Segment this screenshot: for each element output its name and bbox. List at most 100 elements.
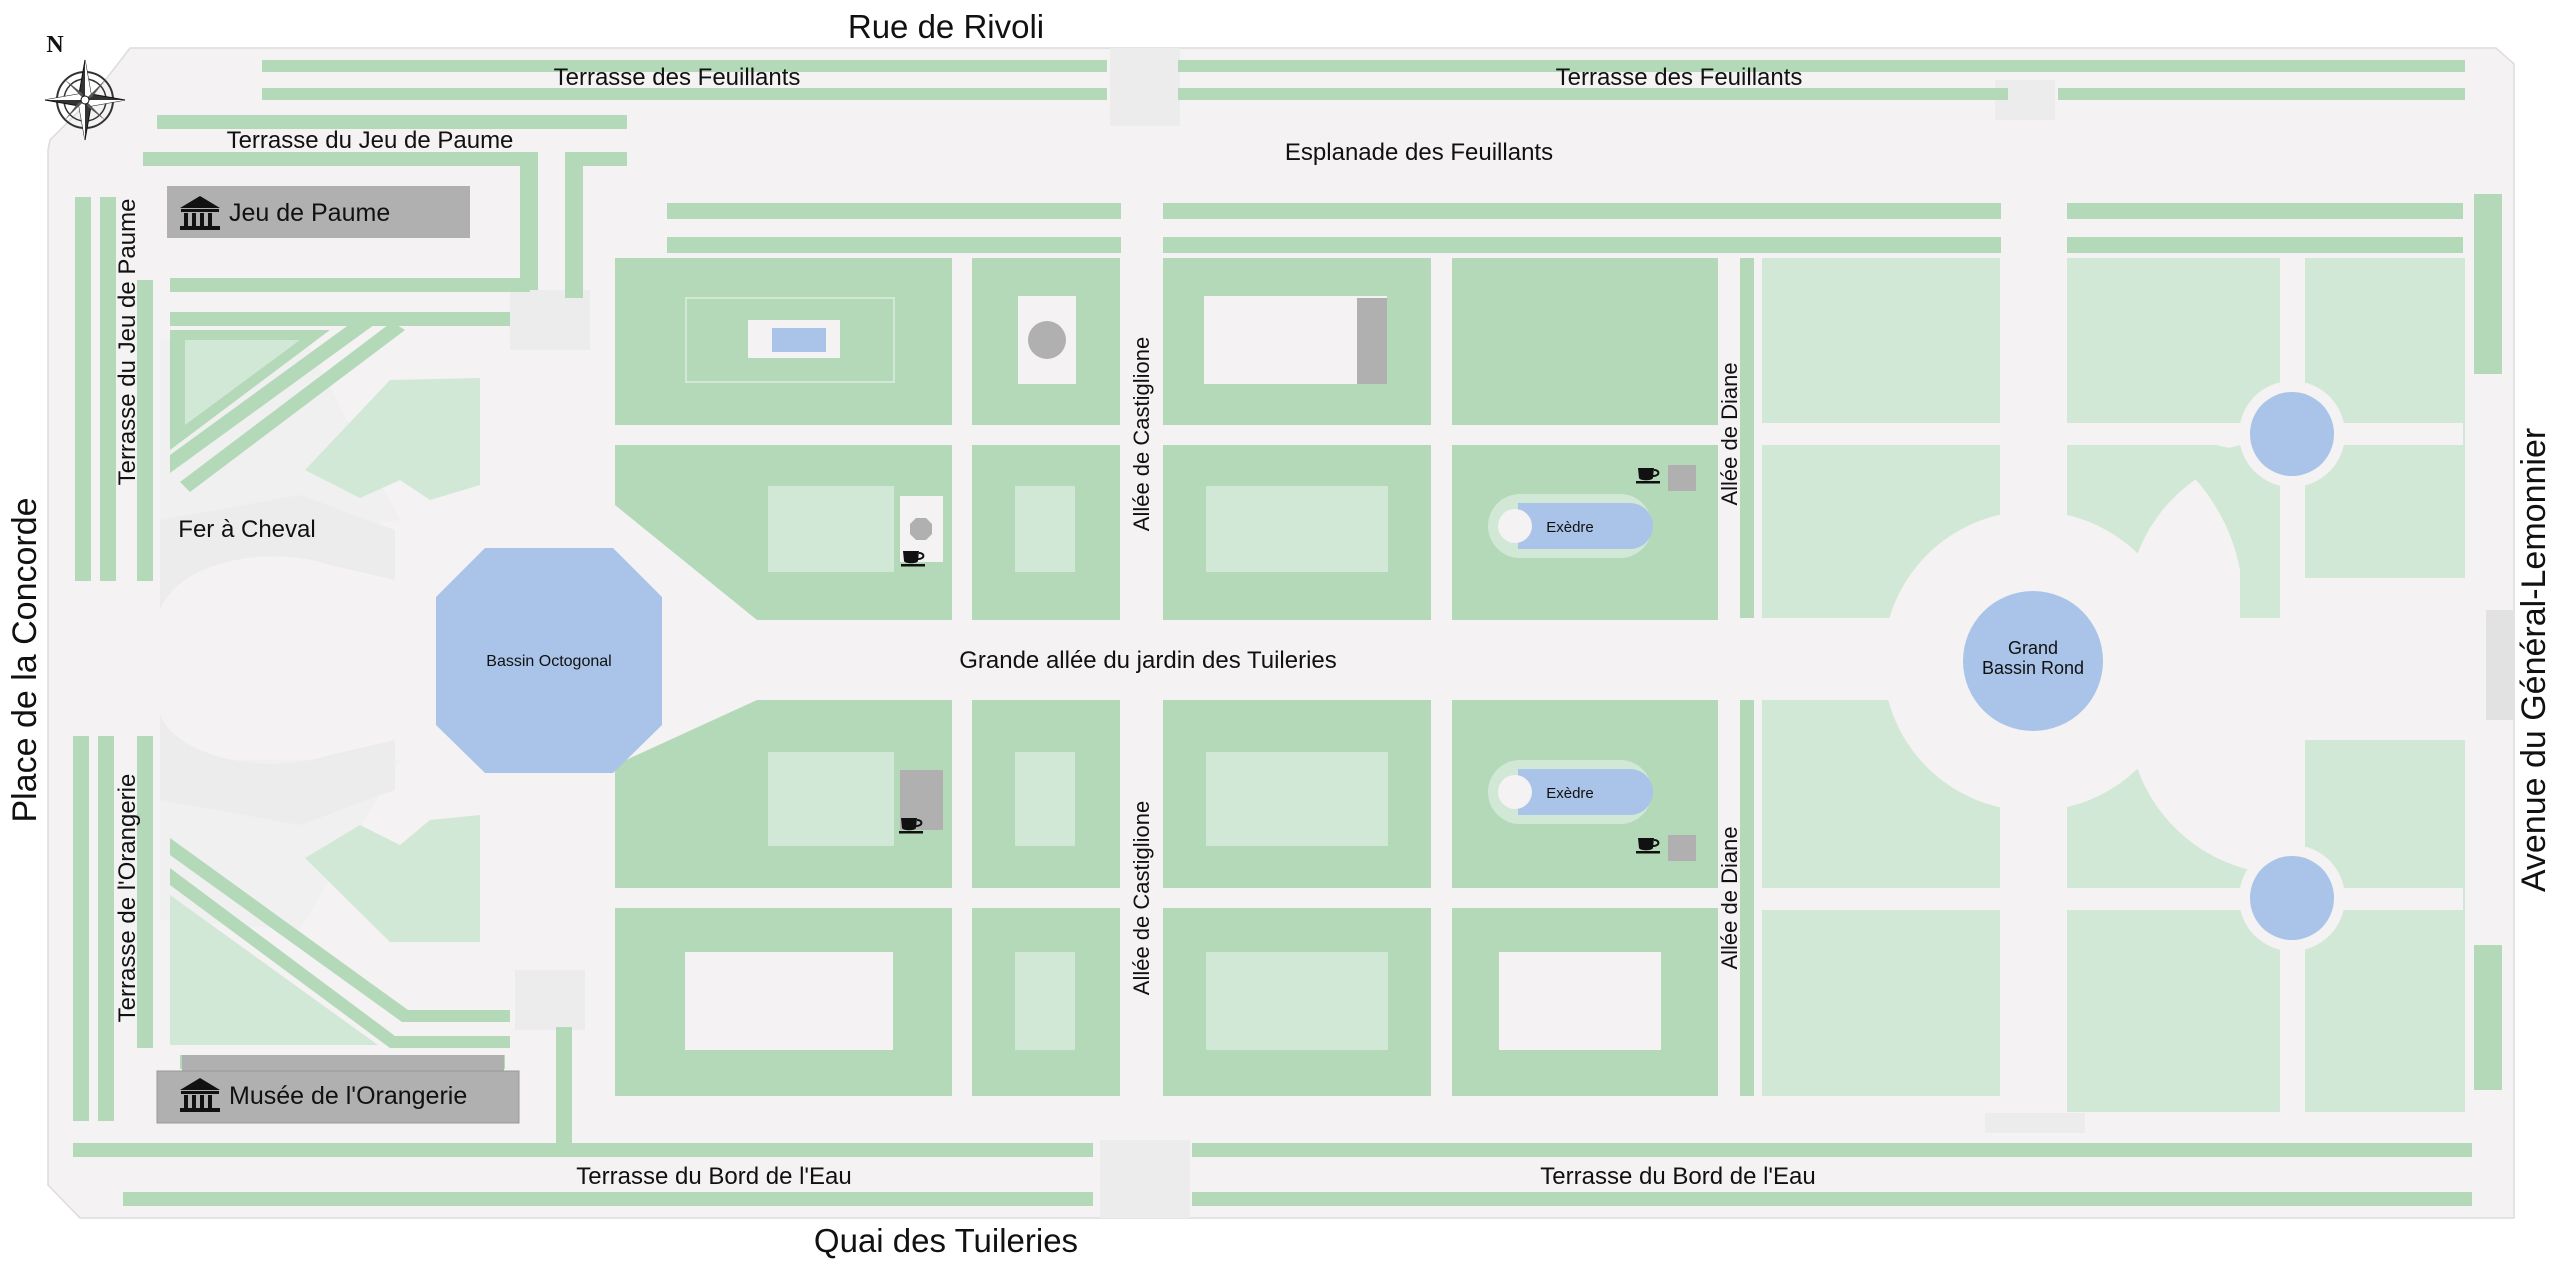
lawn-strip-v [1740,700,1754,1096]
lawn-inner-path [1499,952,1661,1050]
feuillants-strip [1178,88,2008,100]
allee-castiglione-south-label: Allée de Castiglione [1129,801,1154,995]
feuillants-strip [262,60,1107,72]
esplanade-strip [2067,203,2463,219]
east-strip [2474,194,2502,374]
gate-north-center [1110,48,1180,126]
ramp-lawn-north [305,378,480,500]
west-gate-north [510,290,590,350]
terrasse-jeu-de-paume-vertical-label: Terrasse du Jeu de Paume [114,199,141,486]
lawn-inner [1206,486,1388,572]
fer-a-cheval-south [160,715,395,825]
street-east-label: Avenue du Général-Lemonnier [2515,428,2553,892]
museum-icon [180,196,220,230]
lawn-inner-path [685,952,893,1050]
sculpture-octagon [910,518,932,540]
diagonal-strip-north [180,322,405,492]
grand-bassin-rond-label-line2: Bassin Rond [1982,658,2084,678]
lawn-inner [1015,486,1075,572]
street-south-label: Quai des Tuileries [814,1222,1078,1259]
jeu-de-paume-strip [565,152,583,298]
bord-eau-strip [123,1192,1093,1206]
jeu-de-paume-strip [520,152,538,290]
grand-bassin-rond-label-line1: Grand [2008,638,2058,658]
orangerie-vstrip [137,736,153,1048]
grand-bassin-rond [1963,591,2103,731]
exedre-north-label: Exèdre [1546,519,1594,536]
bassin-octogonal-label: Bassin Octogonal [486,653,611,670]
terrasse-jeu-de-paume-label: Terrasse du Jeu de Paume [227,127,514,154]
cafe-cup-icon [1636,468,1660,484]
compass-rose-icon [44,59,126,141]
museum-icon [180,1078,220,1112]
cafe-cup-icon [1636,838,1660,854]
ramp-lawn-south [305,815,480,942]
grande-allee-east [1750,620,2465,700]
jeu-de-paume-strip [170,278,530,292]
fer-a-cheval-label: Fer à Cheval [178,516,315,543]
exedre-south-pool [1518,769,1653,815]
orangerie-vstrip [98,736,114,1121]
bord-eau-strip [1192,1192,2472,1206]
feuillants-strip [2058,88,2465,100]
east-lawn-mid-right [2178,445,2280,618]
street-north-label: Rue de Rivoli [848,8,1044,45]
esplanade-strip [667,203,1121,219]
exedre-north-center [1498,509,1532,543]
kiosk-building [1668,835,1696,861]
lawn-inner [768,752,894,846]
esplanade-strip [1163,237,2001,253]
kiosk-building [1668,465,1696,491]
orangerie-vstrip [73,736,89,1121]
bord-eau-strip [1192,1143,2472,1157]
east-strip [2474,945,2502,1090]
esplanade-strip [1163,203,2001,219]
esplanade-strip [2067,237,2463,253]
jeu-de-paume-label: Jeu de Paume [229,199,390,227]
bord-eau-vstrip [556,1027,572,1157]
east-lawn-mid-col [2067,258,2280,423]
east-gate [2486,610,2514,720]
terrasse-feuillants-right-label: Terrasse des Feuillants [1556,64,1803,91]
allee-castiglione-north-label: Allée de Castiglione [1129,337,1154,531]
terrasse-orangerie-label: Terrasse de l'Orangerie [114,774,141,1023]
lawn-inner [768,486,894,572]
west-gate-south [515,970,585,1030]
fer-a-cheval-north [160,495,395,610]
allee-diane-south-label: Allée de Diane [1717,826,1742,969]
orangerie-building-top [182,1055,504,1073]
bord-eau-strip [73,1143,1093,1157]
orangerie-building [156,1070,520,1124]
exedre-south-label: Exèdre [1546,785,1594,802]
kiosk-building [1357,298,1387,384]
exedre-north-pool [1518,503,1653,549]
feuillants-strip [1178,60,2465,72]
diagonal-strip-north [170,313,378,473]
bord-eau-connector [1985,1113,2085,1133]
orangerie-label: Musée de l'Orangerie [229,1082,467,1110]
lawn-inner-path [1204,296,1387,384]
east-lawn-mid-col [2067,910,2280,1112]
terrasse-bord-eau-right-label: Terrasse du Bord de l'Eau [1540,1163,1815,1190]
lawn-inner-outline [685,297,895,383]
gate-south-center [1100,1140,1190,1218]
jeu-de-paume-strip [170,312,510,326]
jeu-de-paume-vstrip [100,197,116,581]
lawn-light-block [1762,910,2000,1096]
street-west-label: Place de la Concorde [6,497,44,822]
round-basin-south [2250,856,2334,940]
esplanade-strip [667,237,1121,253]
esplanade-feuillants-label: Esplanade des Feuillants [1285,139,1553,166]
sculpture-round [1028,321,1066,359]
terrasse-feuillants-left-label: Terrasse des Feuillants [554,64,801,91]
jeu-de-paume-vstrip [137,280,153,581]
lawn-inner [1206,752,1388,846]
cafe-cup-icon [899,818,923,834]
lawn-inner [1206,952,1388,1050]
lawn-inner [1015,952,1075,1050]
jeu-de-paume-vstrip [75,197,91,581]
lawn-light-block [1762,258,2000,423]
allee-diane-north-label: Allée de Diane [1717,362,1742,505]
lawn-strip-v [1740,258,1754,618]
